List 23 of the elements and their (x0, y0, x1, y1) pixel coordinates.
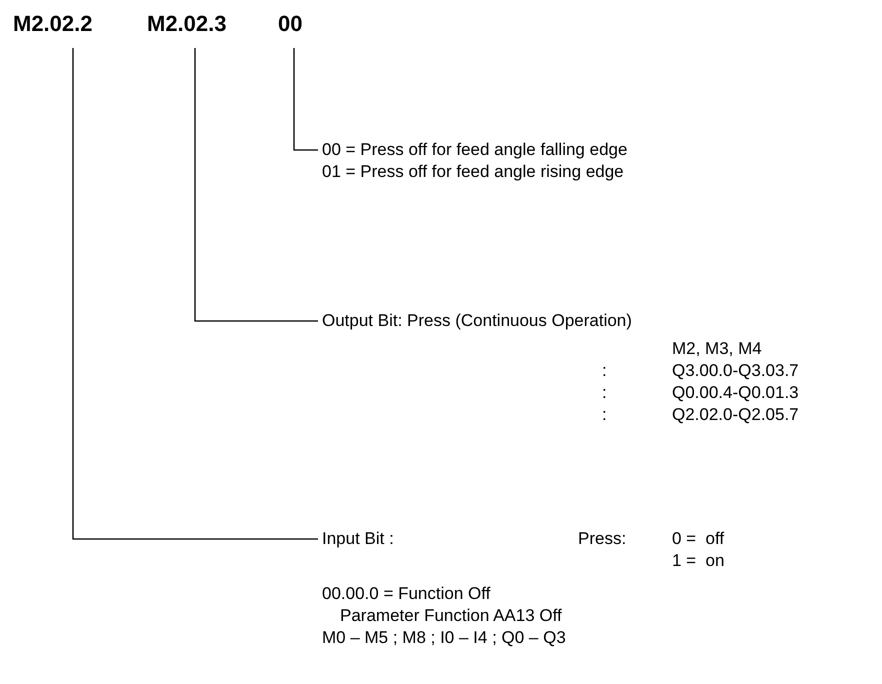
annotation-text: Press: (578, 528, 626, 550)
description-text: 01 = Press off for feed angle rising edge (322, 161, 625, 183)
annotation-text: : (602, 404, 607, 426)
annotation-text: M0 – M5 ; M8 ; I0 – I4 ; Q0 – Q3 (322, 627, 566, 649)
annotation-text: Q0.00.4-Q0.01.3 (672, 382, 799, 404)
leader-line (194, 48, 318, 322)
leader-line (293, 48, 318, 151)
annotation-text: Q3.00.0-Q3.03.7 (672, 360, 799, 382)
annotation-text: 0 = off (672, 528, 724, 550)
annotation-text: 1 = on (672, 550, 724, 572)
annotation-text: M2, M3, M4 (672, 338, 762, 360)
annotation-text: 00.00.0 = Function Off (322, 583, 490, 605)
description-text: 00 = Press off for feed angle falling edge (322, 139, 628, 161)
code-heading: 00 (278, 10, 302, 38)
annotation-text: Parameter Function AA13 Off (340, 605, 562, 627)
annotation-text: : (602, 382, 607, 404)
description-text: Output Bit: Press (Continuous Operation) (322, 310, 632, 332)
annotation-text: Q2.02.0-Q2.05.7 (672, 404, 799, 426)
annotation-text: : (602, 360, 607, 382)
code-heading: M2.02.3 (147, 10, 226, 38)
leader-line (72, 48, 318, 540)
code-heading: M2.02.2 (13, 10, 92, 38)
description-text: Input Bit : (322, 528, 394, 550)
